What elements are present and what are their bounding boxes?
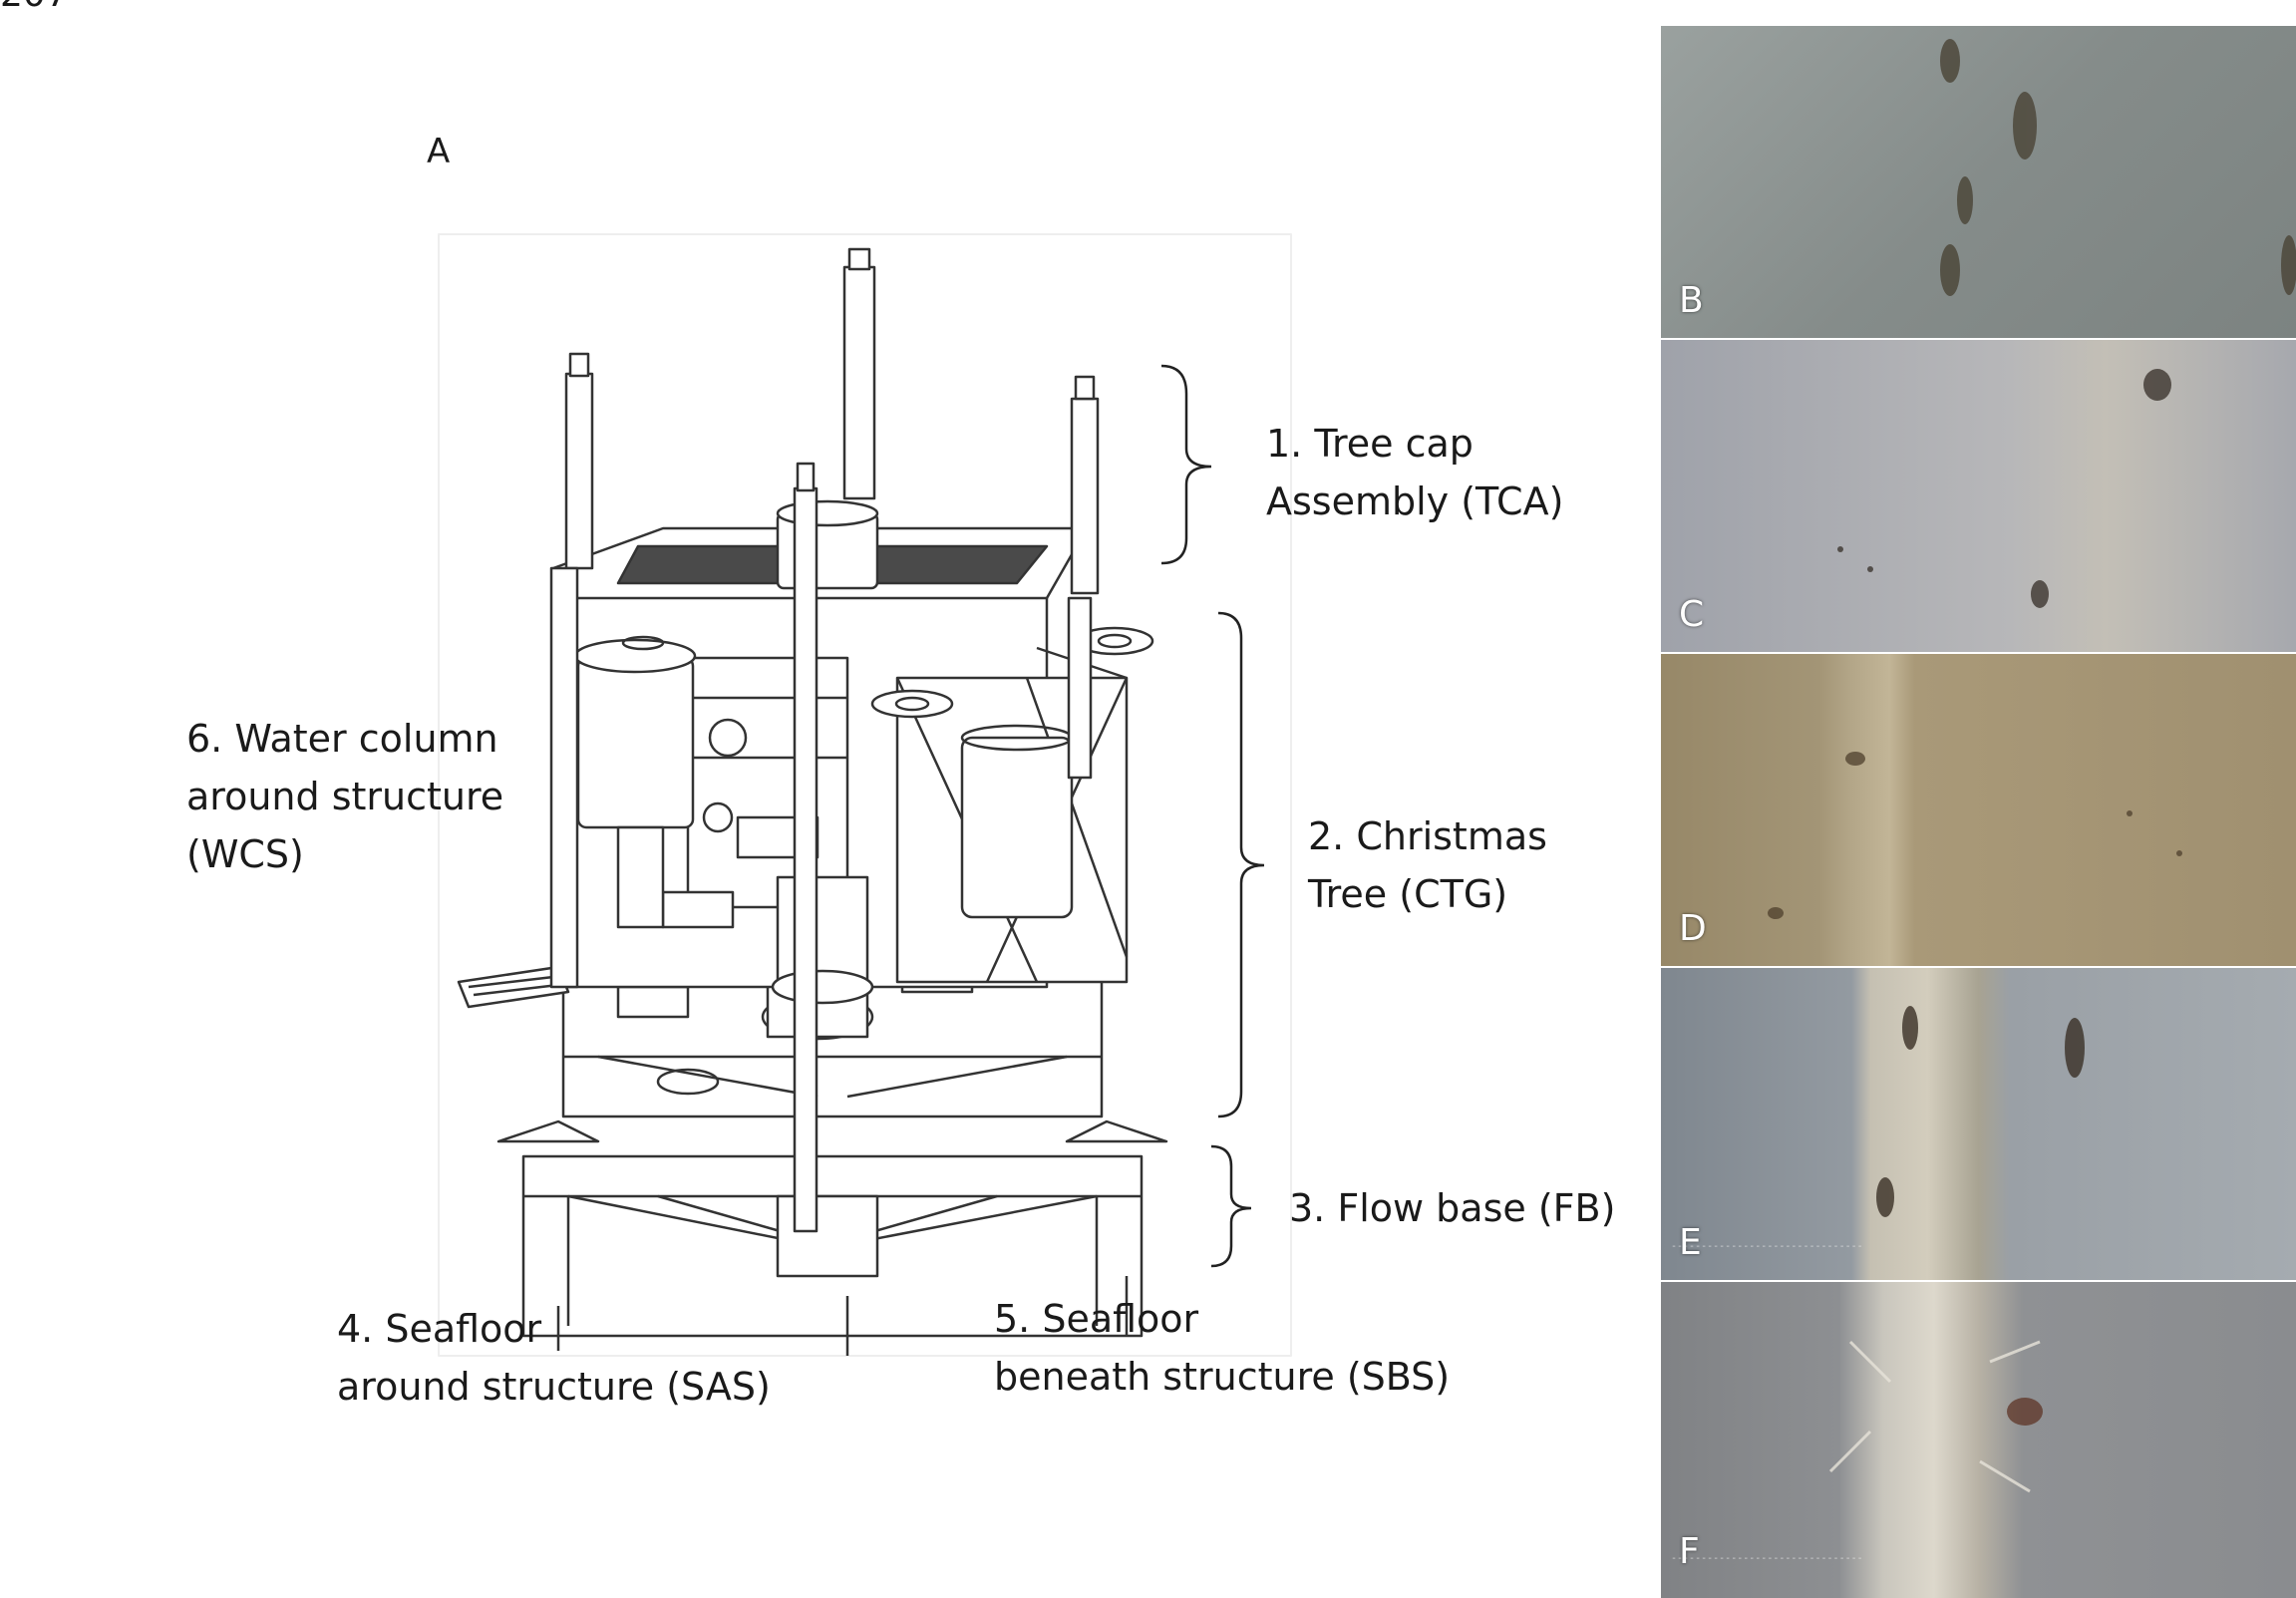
ctg-brace [1217, 611, 1265, 1119]
photo-letter-d: D [1679, 908, 1707, 949]
photo-letter-c: C [1679, 594, 1705, 635]
photo-panel-d: D [1661, 654, 2296, 966]
photo-letter-f: F [1679, 1531, 1700, 1572]
panel-a-letter: A [427, 132, 451, 171]
label-seafloor-around-structure: 4. Seafloor around structure (SAS) [337, 1307, 771, 1409]
seabed-texture-c [1837, 369, 2171, 608]
label-tree-cap-assembly: 1. Tree cap Assembly (TCA) [1266, 422, 1564, 523]
photo-panel-e: -------------------------------- E [1661, 968, 2296, 1280]
label-flow-base: 3. Flow base (FB) [1289, 1186, 1616, 1230]
right-cage-drawing [870, 626, 1154, 984]
drawing-frame [438, 233, 1292, 1357]
label-water-column: 6. Water column around structure (WCS) [186, 717, 504, 876]
label-seafloor-beneath-structure: 5. Seafloor beneath structure (SBS) [994, 1297, 1451, 1399]
photo-letter-e: E [1679, 1222, 1702, 1263]
guide-posts-drawing [549, 247, 1100, 1233]
photo-letter-b: B [1679, 280, 1704, 321]
seabed-texture-f [1828, 1340, 2043, 1493]
seabed-texture-d [1768, 752, 2182, 919]
seabed-texture-b [1940, 39, 2296, 296]
photo-panel-c: C [1661, 340, 2296, 652]
photo-panel-f: -------------------------------- F [1661, 1282, 2296, 1598]
top-deck-drawing [551, 499, 1089, 600]
tca-brace [1160, 364, 1212, 565]
fb-brace [1210, 1144, 1252, 1268]
seabed-texture-e [1876, 1006, 2085, 1217]
label-christmas-tree: 2. Christmas Tree (CTG) [1308, 814, 1547, 916]
photo-panel-b: B [1661, 26, 2296, 338]
corner-page-fragment: 207 [0, 0, 69, 15]
